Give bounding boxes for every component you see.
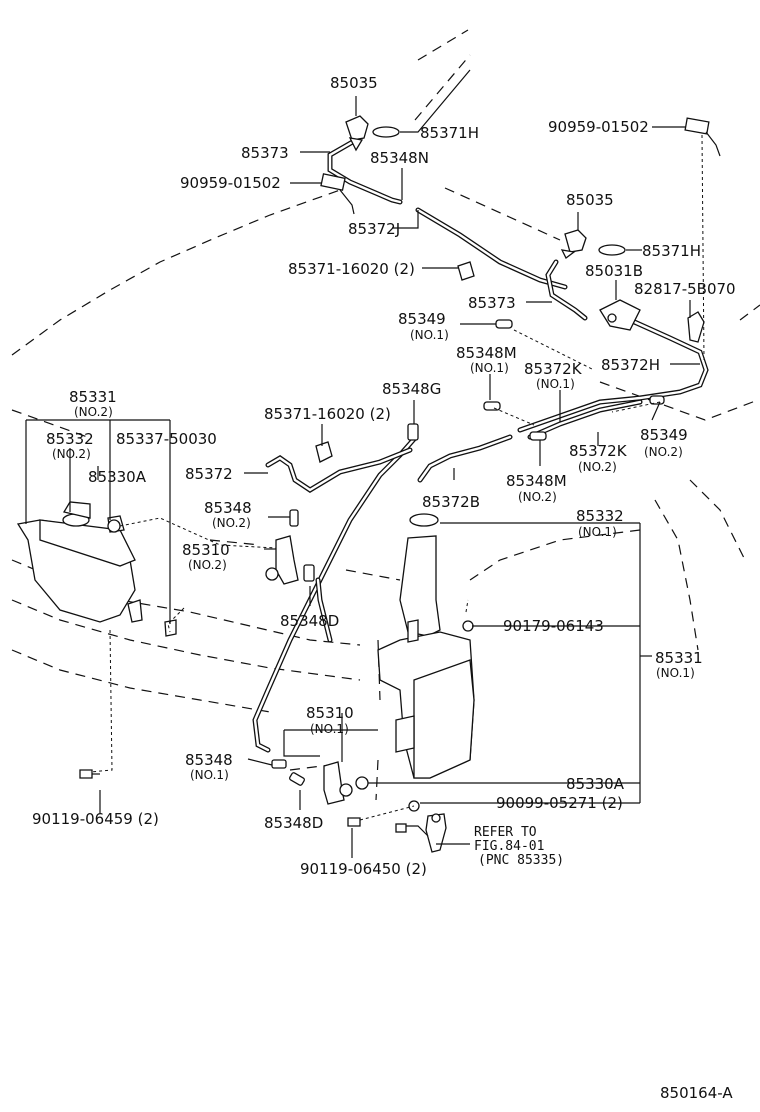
clip-85371-16020-icon	[315, 261, 475, 463]
grommet-85330A-icon	[107, 519, 369, 790]
sub-85349-no2: (NO.2)	[644, 445, 683, 459]
refer-line2: FIG.84-01	[474, 839, 544, 854]
label-85348M-no1: 85348M	[456, 344, 517, 362]
part-labels: 85035 85371H 85373 85348N 90959-01502 90…	[32, 74, 736, 878]
label-85348G: 85348G	[382, 380, 441, 398]
sub-85372K-no1: (NO.1)	[536, 377, 575, 391]
figure-id: 850164-A	[660, 1084, 733, 1102]
bolt-icon	[79, 620, 474, 827]
joint-85348-icon	[271, 423, 419, 786]
label-85371-16020-mid: 85371-16020 (2)	[264, 405, 391, 423]
label-85349-no2: 85349	[640, 426, 688, 444]
label-85330A-right: 85330A	[566, 775, 625, 793]
refer-note: REFER TO FIG.84-01 (PNC 85335)	[474, 825, 564, 868]
sub-85310-no1: (NO.1)	[310, 722, 349, 736]
sub-85348M-no2: (NO.2)	[518, 490, 557, 504]
label-85348M-no2: 85348M	[506, 472, 567, 490]
sub-85331-no2: (NO.2)	[74, 405, 113, 419]
locator-lines	[89, 134, 705, 821]
label-85373-top: 85373	[241, 144, 289, 162]
label-85337: 85337-50030	[116, 430, 217, 448]
label-85371H-top: 85371H	[420, 124, 479, 142]
label-85310-no2: 85310	[182, 541, 230, 559]
label-85035-top: 85035	[330, 74, 378, 92]
label-90959-right: 90959-01502	[548, 118, 649, 136]
label-85310-no1: 85310	[306, 704, 354, 722]
sub-85348-no2: (NO.2)	[212, 516, 251, 530]
joint-85348M-icon	[483, 401, 547, 441]
label-90119-06450: 90119-06450 (2)	[300, 860, 427, 878]
label-85349-no1: 85349	[398, 310, 446, 328]
label-85373-mid: 85373	[468, 294, 516, 312]
label-90099: 90099-05271 (2)	[496, 794, 623, 812]
clamp-82817-icon	[687, 311, 705, 343]
check-valve-85031B-icon	[599, 299, 641, 331]
nozzle-85035-right-icon	[560, 229, 587, 259]
clip-85371H-icon	[372, 126, 626, 256]
label-85035-right: 85035	[566, 191, 614, 209]
nozzle-85035-left-icon	[345, 115, 369, 152]
sub-85372K-no2: (NO.2)	[578, 460, 617, 474]
label-85371-16020-top: 85371-16020 (2)	[288, 260, 415, 278]
sub-85331-no1: (NO.1)	[656, 666, 695, 680]
label-82817: 82817-5B070	[634, 280, 736, 298]
refer-line1: REFER TO	[474, 825, 537, 840]
sub-85348-no1: (NO.1)	[190, 768, 229, 782]
washer-pump-no2-icon	[265, 535, 299, 585]
label-85031B: 85031B	[585, 262, 643, 280]
label-85348D-mid: 85348D	[280, 612, 339, 630]
sub-85332-no2: (NO.2)	[52, 447, 91, 461]
label-85371H-right: 85371H	[642, 242, 701, 260]
refer-line3: (PNC 85335)	[478, 853, 564, 868]
sub-85332-no1: (NO.1)	[578, 525, 617, 539]
washer-pump-no1-icon	[323, 761, 353, 805]
washer-tank-no1-icon	[377, 513, 475, 779]
label-85348D-bottom: 85348D	[264, 814, 323, 832]
motor-refer-icon	[395, 813, 447, 853]
label-85332-no2: 85332	[46, 430, 94, 448]
label-85348N: 85348N	[370, 149, 429, 167]
sub-85310-no2: (NO.2)	[188, 558, 227, 572]
label-85348-no2: 85348	[204, 499, 252, 517]
label-85372B: 85372B	[422, 493, 480, 511]
label-85332-no1: 85332	[576, 507, 624, 525]
label-85330A-left: 85330A	[88, 468, 147, 486]
leader-lines	[25, 69, 700, 858]
hoses	[252, 137, 709, 753]
sub-85349-no1: (NO.1)	[410, 328, 449, 342]
label-85331-no1: 85331	[655, 649, 703, 667]
label-90119-06459: 90119-06459 (2)	[32, 810, 159, 828]
label-85331-no2: 85331	[69, 388, 117, 406]
label-85348-no1: 85348	[185, 751, 233, 769]
label-85372J: 85372J	[348, 220, 400, 238]
hose-end-90959-icon	[320, 117, 721, 215]
label-85372H: 85372H	[601, 356, 660, 374]
washer-tank-no2-icon	[16, 501, 177, 637]
label-85372K-no1: 85372K	[524, 360, 583, 378]
label-85372: 85372	[185, 465, 233, 483]
joint-85349-icon	[495, 319, 665, 405]
label-90959-left: 90959-01502	[180, 174, 281, 192]
sub-85348M-no1: (NO.1)	[470, 361, 509, 375]
label-90179: 90179-06143	[503, 617, 604, 635]
label-85372K-no2: 85372K	[569, 442, 628, 460]
